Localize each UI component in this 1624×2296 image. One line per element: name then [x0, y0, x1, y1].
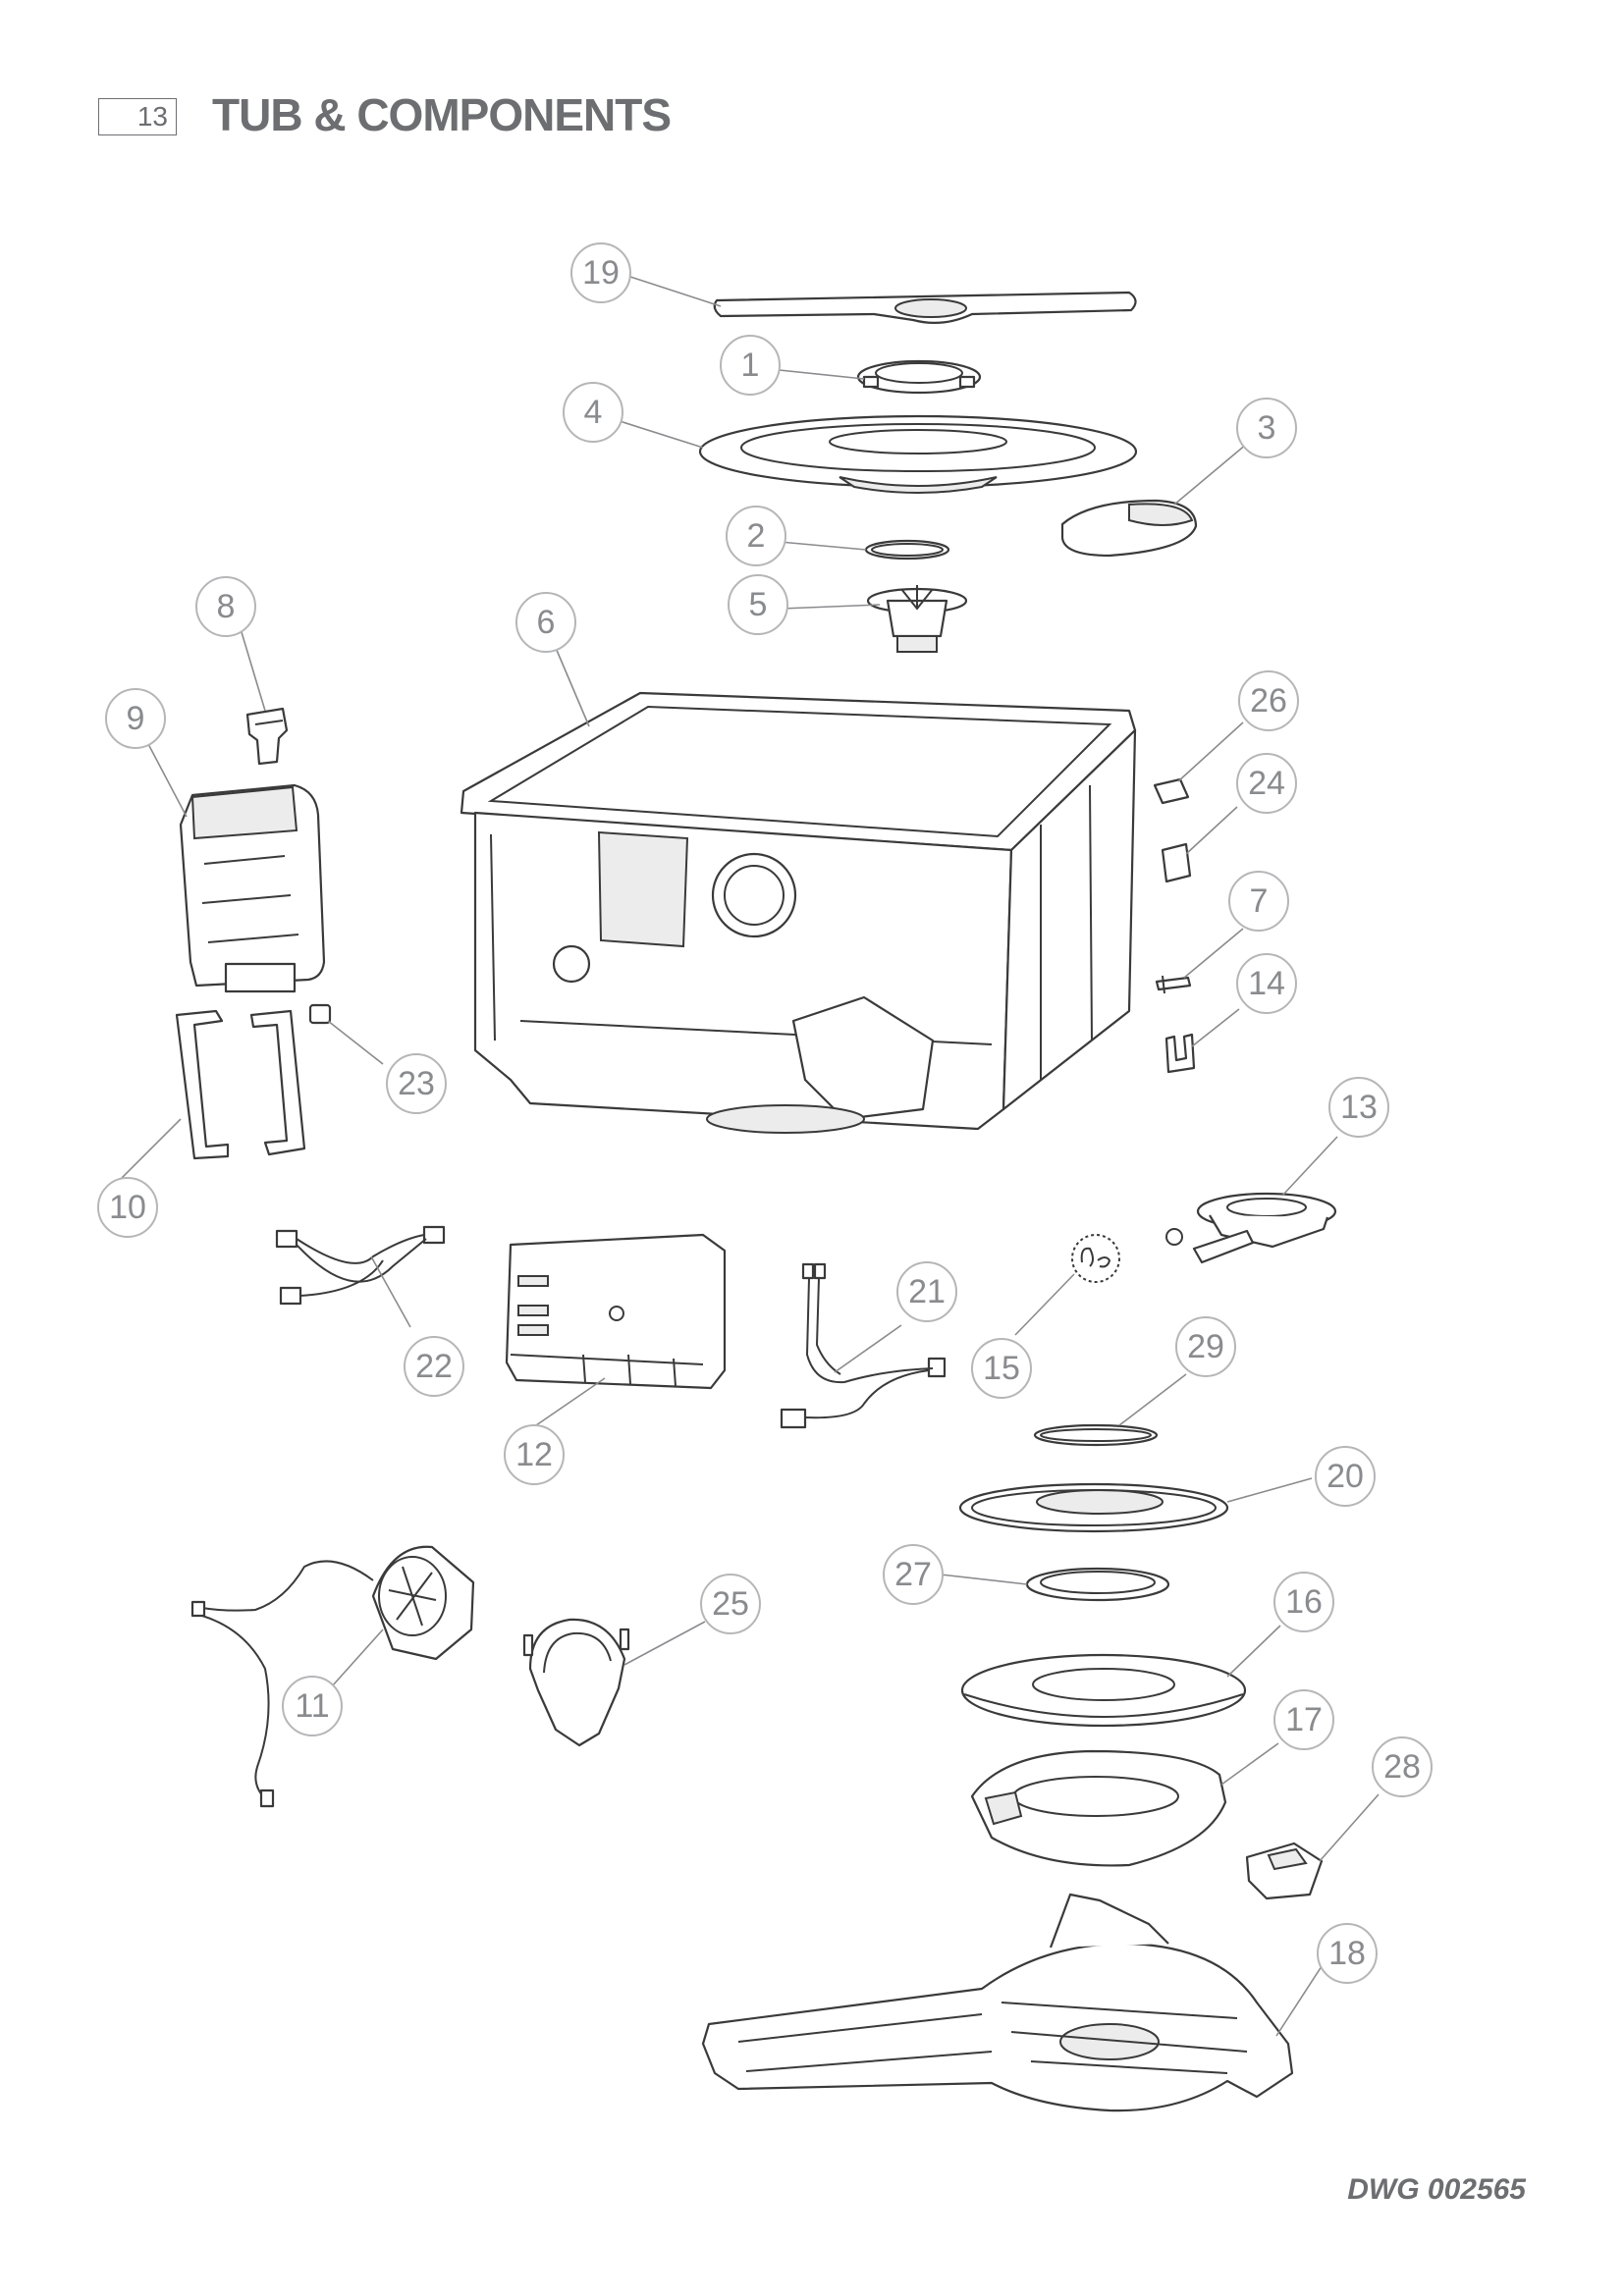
- part-clip-15: [1071, 1234, 1120, 1283]
- part-pump-hub: [866, 585, 968, 653]
- callout-5: 5: [728, 574, 788, 635]
- svg-text:3: 3: [1258, 409, 1276, 447]
- page-title: TUB & COMPONENTS: [212, 89, 672, 140]
- part-pad: [1161, 842, 1192, 883]
- part-base-frame: [701, 1893, 1294, 2112]
- svg-text:26: 26: [1250, 682, 1287, 720]
- callout-21: 21: [896, 1261, 957, 1322]
- part-clamp: [522, 1618, 630, 1747]
- callout-18: 18: [1317, 1923, 1378, 1984]
- callout-19: 19: [570, 242, 631, 303]
- callout-17: 17: [1273, 1689, 1334, 1750]
- part-pin: [1155, 975, 1192, 994]
- callout-20: 20: [1315, 1446, 1376, 1507]
- svg-text:22: 22: [415, 1348, 453, 1385]
- part-wire-harness-22: [275, 1225, 446, 1306]
- part-control-module: [179, 783, 326, 993]
- callout-7: 7: [1228, 871, 1289, 932]
- part-clip-14: [1164, 1033, 1196, 1074]
- callout-3: 3: [1236, 398, 1297, 458]
- svg-text:11: 11: [295, 1687, 329, 1725]
- leader-lines: [121, 274, 1380, 2037]
- callout-22: 22: [404, 1336, 464, 1397]
- callout-14: 14: [1236, 953, 1297, 1014]
- part-sump-base: [970, 1749, 1227, 1867]
- callout-26: 26: [1238, 670, 1299, 731]
- part-control-board: [505, 1233, 727, 1390]
- callout-23: 23: [386, 1053, 447, 1114]
- svg-text:24: 24: [1248, 765, 1285, 802]
- svg-text:8: 8: [217, 588, 236, 625]
- svg-text:23: 23: [398, 1065, 435, 1102]
- part-sump-ring: [958, 1482, 1229, 1533]
- part-small-clip: [308, 1003, 332, 1025]
- callout-24: 24: [1236, 753, 1297, 814]
- part-ring-27: [1025, 1567, 1170, 1602]
- svg-text:21: 21: [908, 1273, 946, 1310]
- svg-text:25: 25: [712, 1585, 749, 1623]
- part-filter-cup: [1060, 499, 1198, 558]
- svg-text:19: 19: [582, 254, 620, 292]
- part-filter-plate: [698, 414, 1138, 494]
- svg-text:14: 14: [1248, 965, 1285, 1002]
- part-upper-spray-arm: [713, 291, 1137, 325]
- callout-16: 16: [1273, 1572, 1334, 1632]
- part-bracket-small: [1153, 777, 1190, 805]
- part-bracket-frame: [175, 1009, 306, 1160]
- callout-1: 1: [720, 335, 781, 396]
- callout-4: 4: [563, 382, 623, 443]
- svg-text:29: 29: [1187, 1328, 1224, 1365]
- callout-15: 15: [971, 1338, 1032, 1399]
- callout-10: 10: [97, 1177, 158, 1238]
- svg-text:17: 17: [1285, 1701, 1323, 1738]
- svg-text:18: 18: [1328, 1935, 1366, 1972]
- part-wire-21: [780, 1262, 947, 1429]
- svg-text:4: 4: [584, 394, 603, 431]
- part-small-plug: [245, 707, 289, 766]
- callout-13: 13: [1328, 1077, 1389, 1138]
- part-tub: [460, 691, 1137, 1134]
- svg-text:16: 16: [1285, 1583, 1323, 1621]
- callout-8: 8: [195, 576, 256, 637]
- callout-27: 27: [883, 1544, 944, 1605]
- callout-12: 12: [504, 1424, 565, 1485]
- svg-text:7: 7: [1250, 882, 1269, 920]
- callout-29: 29: [1175, 1316, 1236, 1377]
- callout-25: 25: [700, 1574, 761, 1634]
- svg-text:9: 9: [127, 700, 145, 737]
- drawing-number: DWG 002565: [1347, 2173, 1526, 2206]
- svg-text:12: 12: [515, 1436, 553, 1473]
- svg-text:2: 2: [747, 517, 766, 555]
- callout-6: 6: [515, 592, 576, 653]
- part-valve-28: [1245, 1842, 1324, 1900]
- callout-2: 2: [726, 506, 786, 566]
- part-o-ring: [864, 539, 950, 561]
- part-gasket-29: [1033, 1423, 1159, 1447]
- svg-text:27: 27: [894, 1556, 932, 1593]
- svg-text:28: 28: [1383, 1748, 1421, 1786]
- part-sump-cover: [960, 1653, 1247, 1728]
- page-number: 13: [98, 98, 177, 135]
- svg-text:6: 6: [537, 604, 556, 641]
- svg-text:10: 10: [109, 1189, 146, 1226]
- callout-11: 11: [282, 1676, 343, 1736]
- svg-text:20: 20: [1326, 1458, 1364, 1495]
- callout-28: 28: [1372, 1736, 1433, 1797]
- part-heater-assembly: [1165, 1192, 1337, 1264]
- part-drain-pump: [190, 1545, 475, 1808]
- svg-text:1: 1: [741, 347, 760, 384]
- svg-text:15: 15: [983, 1350, 1020, 1387]
- svg-text:13: 13: [1340, 1089, 1378, 1126]
- part-spray-arm-ring: [856, 359, 982, 395]
- callout-9: 9: [105, 688, 166, 749]
- svg-text:5: 5: [749, 586, 768, 623]
